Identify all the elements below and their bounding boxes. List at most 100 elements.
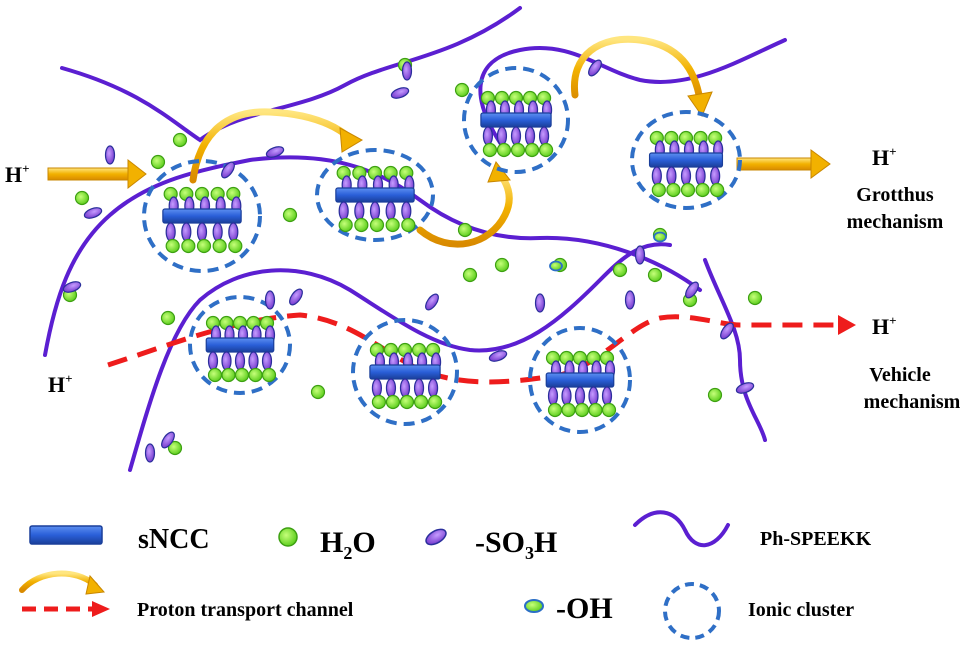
straight-yellow-arrow-out: [736, 149, 831, 179]
water-molecule-icon: [221, 367, 236, 383]
water-molecule-icon: [462, 267, 478, 283]
outlet-top-label: H+: [872, 144, 897, 170]
water-molecule-icon: [561, 402, 576, 418]
sulfonic-acid-group-icon: [510, 126, 522, 146]
water-molecule-icon: [457, 222, 473, 238]
ionic-cluster-icon: [351, 318, 459, 426]
water-molecule-icon: [666, 182, 681, 198]
sulfonic-acid-group-icon: [413, 378, 425, 398]
legend-polymer-label: Ph-SPEEKK: [760, 528, 872, 550]
sulfonic-acid-group-icon: [399, 378, 411, 398]
water-molecule-icon: [612, 262, 628, 278]
sulfonic-acid-group-icon: [695, 166, 706, 186]
sulfonic-acid-group-icon: [83, 207, 103, 219]
water-molecule-icon: [172, 132, 188, 148]
water-molecule-icon: [427, 394, 443, 410]
water-molecule-icon: [234, 367, 250, 383]
water-molecule-icon: [261, 367, 277, 383]
hydroxyl-group-icon: [549, 260, 563, 272]
sulfonic-acid-group-icon: [651, 166, 662, 186]
water-molecule-icon: [695, 182, 710, 198]
water-molecule-icon: [74, 190, 90, 206]
polymer-chain: [43, 155, 702, 357]
sncc-bar-icon: [205, 337, 275, 353]
water-molecule-icon: [248, 367, 263, 383]
sulfonic-acid-group-icon: [338, 201, 349, 221]
water-molecule-icon: [228, 238, 243, 254]
water-molecule-icon: [647, 267, 663, 283]
sulfonic-acid-group-icon: [221, 161, 235, 179]
legend-so3h-label: -SO3H: [475, 526, 557, 563]
sulfonic-acid-group-icon: [212, 222, 223, 242]
sulfonic-acid-group-icon: [371, 378, 383, 398]
water-molecule-icon: [413, 394, 429, 410]
sulfonic-acid-group-icon: [482, 126, 494, 146]
legend: sNCC H2O -SO3H Ph-SPEEKK Proton transpor…: [19, 510, 872, 640]
water-molecule-icon: [212, 238, 227, 254]
sulfonic-acid-group-icon: [601, 386, 613, 406]
sulfonic-acid-group-icon: [165, 222, 176, 242]
sncc-bar-icon: [335, 187, 415, 203]
water-molecule-icon: [369, 217, 385, 233]
ionic-cluster: [630, 110, 742, 210]
polymer-chain-icon: [633, 510, 730, 548]
water-molecule-icon: [707, 387, 723, 403]
sulfonic-acid-group-icon: [228, 222, 239, 242]
sulfonic-acid-group-icon: [574, 386, 586, 406]
grotthuss-arrows: [189, 35, 704, 248]
sulfonic-acid-group-icon: [680, 166, 692, 186]
water-molecule-icon: [547, 402, 563, 418]
water-molecule-icon: [538, 142, 554, 158]
grotthuss-arrow-head: [687, 91, 713, 118]
inlet-bottom-label: H+: [48, 371, 73, 397]
sulfonic-acid-group-icon: [181, 222, 192, 242]
ionic-cluster: [462, 66, 570, 174]
sulfonic-acid-group-icon: [538, 126, 550, 146]
sncc-bar-icon: [545, 372, 615, 388]
polymer-chain: [128, 242, 672, 472]
water-molecule-icon: [651, 182, 666, 198]
hydroxyl-group-icon: [653, 231, 667, 243]
water-molecule-icon: [282, 207, 298, 223]
sulfonic-acid-group-icon: [588, 386, 599, 406]
straight-yellow-arrow-in: [47, 158, 147, 190]
sulfonic-acid-group-icon: [265, 146, 285, 158]
sulfonic-acid-group-icon: [524, 126, 536, 146]
water-molecule-icon: [524, 142, 540, 158]
sulfonic-acid-group-icon: [289, 288, 303, 306]
water-molecule-icon: [574, 402, 590, 418]
sulfonic-acid-group-icon: [196, 222, 208, 242]
grotthuss-arrow-icon: [416, 168, 513, 248]
legend-water-label: H2O: [320, 526, 376, 563]
sulfonic-acid-group-icon: [207, 351, 219, 371]
sulfonic-acid-group-icon: [588, 59, 602, 77]
water-molecule-icon: [338, 217, 353, 233]
grotthuss-arrow-icon: [570, 35, 704, 104]
sulfonic-acid-group-icon: [401, 61, 413, 81]
water-molecule-icon: [207, 367, 223, 383]
water-molecule-icon: [385, 394, 401, 410]
grotthus-label-line2: mechanism: [847, 211, 944, 233]
sulfonic-acid-group-icon: [710, 166, 721, 186]
water-molecule-icon: [150, 154, 166, 170]
water-molecule-icon: [482, 142, 498, 158]
legend-ionic-cluster-label: Ionic cluster: [748, 599, 854, 621]
water-molecule-icon: [601, 402, 617, 418]
ionic-cluster-icon: [663, 582, 721, 640]
water-molecule-icon: [165, 238, 180, 254]
legend-oh-label: -OH: [556, 592, 613, 625]
sncc-bar-icon: [480, 112, 552, 128]
sulfonic-acid-group-icon: [561, 386, 572, 406]
ionic-cluster-icon: [630, 110, 742, 210]
ionic-cluster-icon: [142, 159, 262, 273]
polymer-chain: [60, 6, 522, 143]
ionic-cluster: [315, 148, 435, 242]
sulfonic-acid-group-icon: [369, 201, 381, 221]
sulfonic-acid-group-icon: [425, 528, 447, 546]
sulfonic-acid-group-icon: [685, 281, 699, 299]
grotthuss-arrow-head: [85, 574, 106, 595]
vehicle-label-line2: mechanism: [864, 391, 961, 413]
grotthuss-arrow-icon: [19, 570, 98, 593]
water-molecule-icon: [710, 182, 725, 198]
